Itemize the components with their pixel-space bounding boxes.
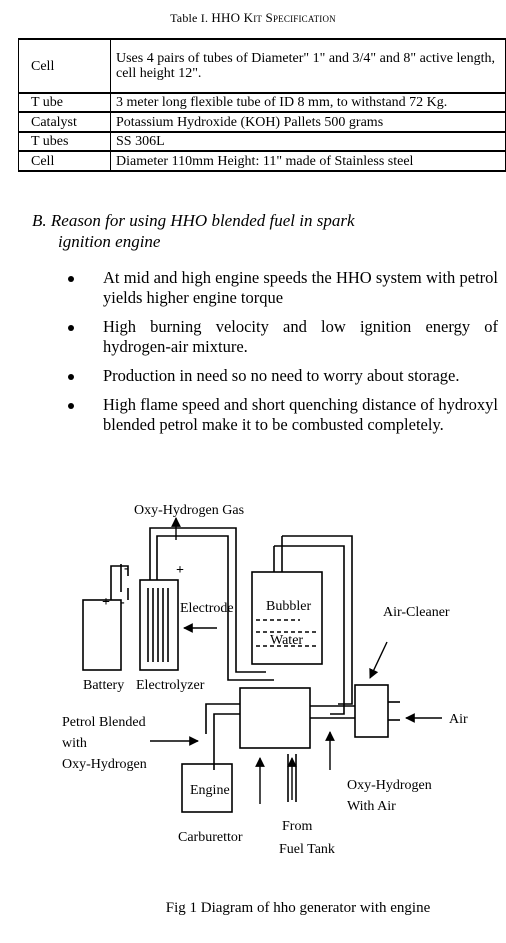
bullet-list: At mid and high engine speeds the HHO sy… xyxy=(62,268,498,444)
table-row: Cell Uses 4 pairs of tubes of Diameter" … xyxy=(18,38,506,94)
label-oxy-hydrogen-air-2: With Air xyxy=(347,799,396,814)
label-minus: - xyxy=(120,595,125,610)
section-heading-line2: ignition engine xyxy=(58,232,161,251)
label-water: Water xyxy=(270,633,303,648)
table-key: T ube xyxy=(18,92,111,113)
bullet-text: Production in need so no need to worry a… xyxy=(103,366,460,385)
label-plus: + xyxy=(176,563,184,578)
label-oxy-hydrogen-gas: Oxy-Hydrogen Gas xyxy=(134,503,244,518)
electrolyzer-box xyxy=(139,579,179,671)
bullet-text: High burning velocity and low ignition e… xyxy=(103,317,498,356)
label-petrol-blended: Petrol Blended xyxy=(62,715,146,730)
bullet-dot-icon xyxy=(68,403,74,409)
label-air-cleaner: Air-Cleaner xyxy=(383,605,450,620)
table-row: T ubes SS 306L xyxy=(18,131,506,152)
label-bubbler: Bubbler xyxy=(266,599,311,614)
label-engine: Engine xyxy=(190,783,230,798)
table-title-prefix: Table I. xyxy=(170,11,209,25)
bullet-dot-icon xyxy=(68,374,74,380)
list-item: At mid and high engine speeds the HHO sy… xyxy=(62,268,498,308)
table-value: SS 306L xyxy=(110,131,506,152)
label-plus: + xyxy=(102,595,110,610)
bullet-dot-icon xyxy=(68,276,74,282)
table-row: T ube 3 meter long flexible tube of ID 8… xyxy=(18,92,506,113)
label-carburettor: Carburettor xyxy=(178,830,243,845)
battery-box xyxy=(82,599,122,671)
section-heading-line1: B. Reason for using HHO blended fuel in … xyxy=(32,211,355,230)
hho-diagram: Oxy-Hydrogen Gas + - - + Electrode Bubbl… xyxy=(62,503,468,857)
bullet-text: At mid and high engine speeds the HHO sy… xyxy=(103,268,498,307)
list-item: High flame speed and short quenching dis… xyxy=(62,395,498,435)
bubbler-box xyxy=(251,571,323,665)
table-key: Catalyst xyxy=(18,111,111,133)
list-item: Production in need so no need to worry a… xyxy=(62,366,498,386)
label-oxy-hydrogen-air-1: Oxy-Hydrogen xyxy=(347,778,432,793)
label-with: with xyxy=(62,736,87,751)
table-key: Cell xyxy=(18,38,111,94)
bullet-dot-icon xyxy=(68,325,74,331)
table-title-main: HHO Kit Specification xyxy=(211,10,336,25)
table-key: T ubes xyxy=(18,131,111,152)
label-air: Air xyxy=(449,712,468,727)
label-electrode: Electrode xyxy=(180,601,234,616)
engine-box xyxy=(181,763,233,813)
label-from: From xyxy=(282,819,312,834)
table-value: 3 meter long flexible tube of ID 8 mm, t… xyxy=(110,92,506,113)
table-row: Cell Diameter 110mm Height: 11" made of … xyxy=(18,150,506,172)
table-value: Uses 4 pairs of tubes of Diameter" 1" an… xyxy=(110,38,506,94)
table-key: Cell xyxy=(18,150,111,172)
label-electrolyzer: Electrolyzer xyxy=(136,678,205,693)
label-minus: - xyxy=(124,561,129,576)
label-battery: Battery xyxy=(83,678,124,693)
spec-table: Cell Uses 4 pairs of tubes of Diameter" … xyxy=(18,38,506,172)
air-cleaner-box xyxy=(354,684,389,738)
label-fuel-tank: Fuel Tank xyxy=(279,842,335,857)
label-oxy-hydrogen: Oxy-Hydrogen xyxy=(62,757,147,772)
section-heading: B. Reason for using HHO blended fuel in … xyxy=(32,210,472,252)
table-row: Catalyst Potassium Hydroxide (KOH) Palle… xyxy=(18,111,506,133)
figure-caption: Fig 1 Diagram of hho generator with engi… xyxy=(165,900,431,916)
table-value: Diameter 110mm Height: 11" made of Stain… xyxy=(110,150,506,172)
table-title: Table I. HHO Kit Specification xyxy=(0,10,506,26)
bullet-text: High flame speed and short quenching dis… xyxy=(103,395,498,434)
table-value: Potassium Hydroxide (KOH) Pallets 500 gr… xyxy=(110,111,506,133)
list-item: High burning velocity and low ignition e… xyxy=(62,317,498,357)
carburettor-box xyxy=(239,687,311,749)
